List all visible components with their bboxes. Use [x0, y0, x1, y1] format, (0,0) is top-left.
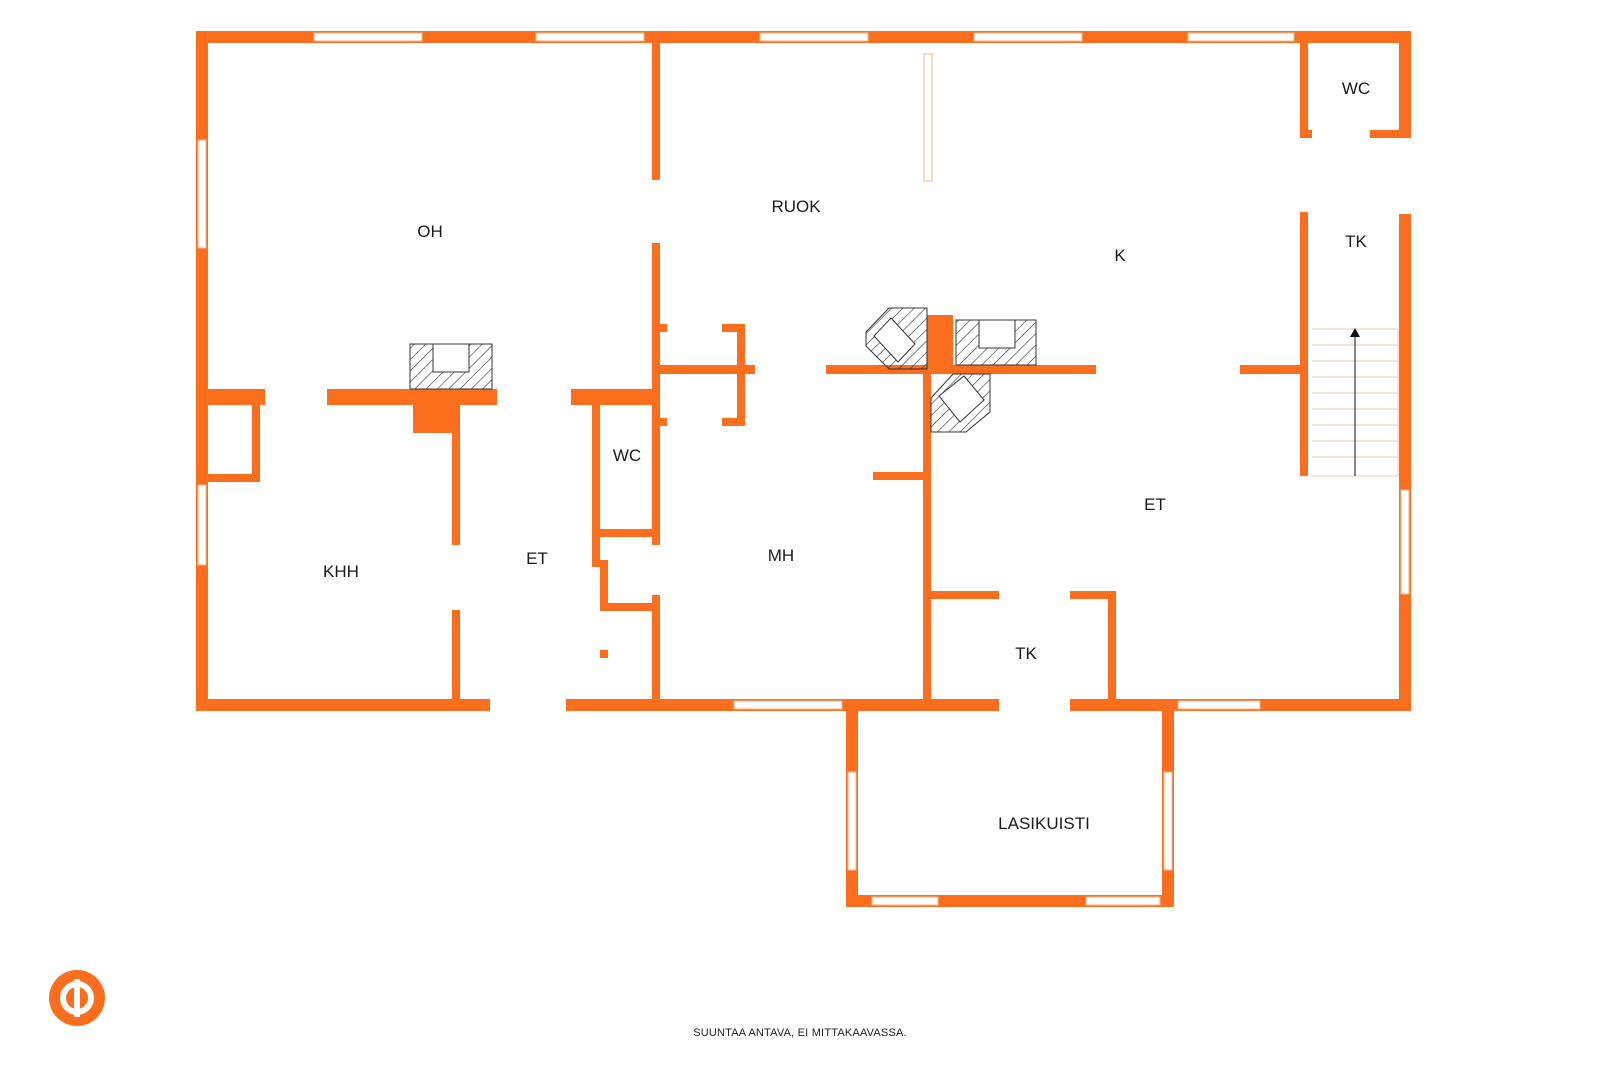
room-label-tk-bottom: TK [1015, 644, 1037, 663]
room-labels: OH RUOK K WC TK KHH ET WC MH ET TK LASIK… [323, 79, 1370, 833]
room-label-wc-mid: WC [613, 446, 641, 465]
room-label-khh: KHH [323, 562, 359, 581]
room-label-lasikuisti: LASIKUISTI [998, 814, 1090, 833]
openings [265, 130, 1411, 711]
fireplaces [409, 307, 1037, 433]
disclaimer-note: SUUNTAA ANTAVA, EI MITTAKAAVASSA. [693, 1027, 907, 1039]
windows [197, 32, 1410, 906]
room-label-oh: OH [417, 222, 443, 241]
room-label-et-right: ET [1144, 495, 1166, 514]
room-label-mh: MH [768, 546, 794, 565]
op-logo-icon [49, 970, 105, 1026]
room-label-wc-top: WC [1342, 79, 1370, 98]
room-label-k: K [1114, 246, 1126, 265]
room-label-ruok: RUOK [771, 197, 821, 216]
stair-arrow-icon [1350, 328, 1360, 476]
room-label-tk-stair: TK [1345, 232, 1367, 251]
walls [196, 31, 1411, 907]
room-label-et-left: ET [526, 549, 548, 568]
